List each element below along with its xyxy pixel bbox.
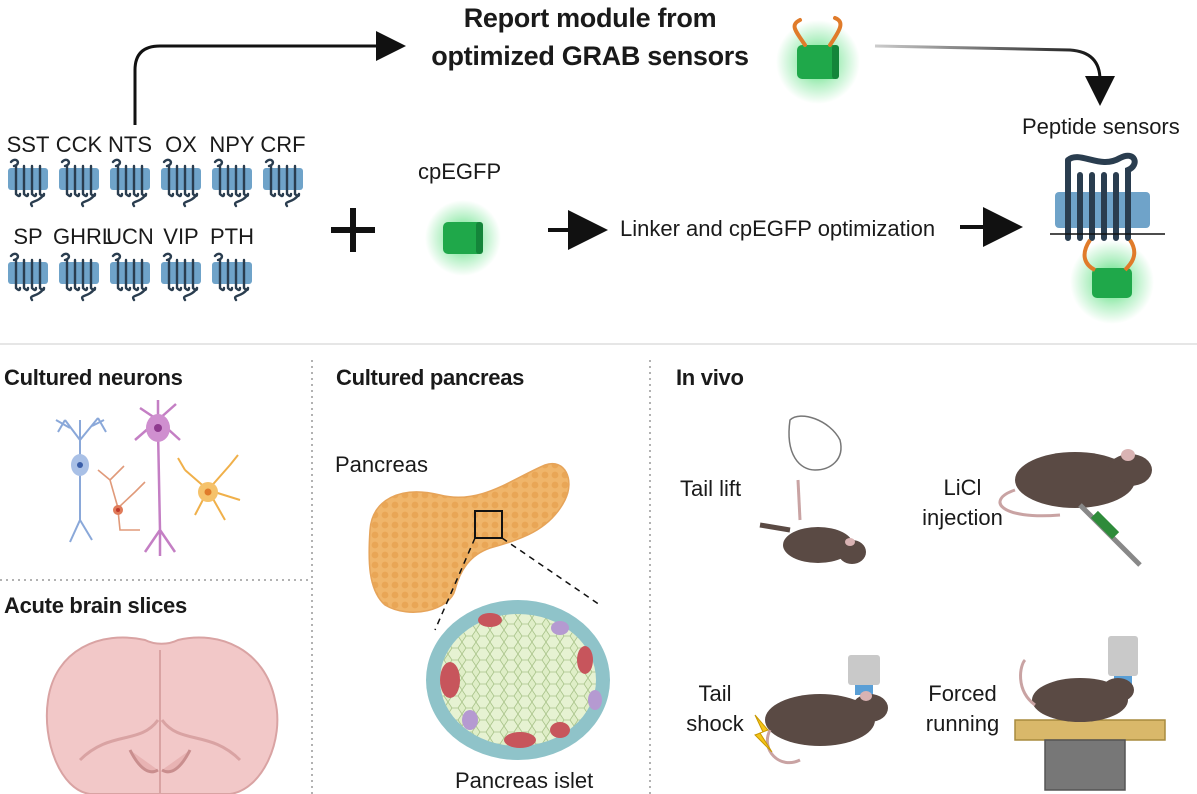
- receptor-icon: [8, 252, 48, 302]
- tail-lift-label: Tail lift: [680, 476, 742, 501]
- receptor-label: NTS: [108, 132, 152, 157]
- receptor-label: NPY: [209, 132, 255, 157]
- receptor-label: SST: [6, 132, 50, 157]
- forced-running-mouse: [1014, 636, 1166, 791]
- pancreas-label: Pancreas: [335, 452, 428, 477]
- receptor-icon: [263, 158, 303, 208]
- arrow-to-peptide-sensors: [874, 44, 1115, 106]
- receptor-icon: [161, 158, 201, 208]
- peptide-sensors-label: Peptide sensors: [1022, 114, 1180, 139]
- section-title-neurons: Cultured neurons: [4, 365, 183, 390]
- arrow-to-report-module: [133, 31, 406, 125]
- licl-injection-mouse: [998, 449, 1152, 567]
- section-title-brain: Acute brain slices: [4, 593, 187, 618]
- report-module-icon: [776, 16, 860, 104]
- report-module-title-2: optimized GRAB sensors: [431, 41, 749, 71]
- forced-running-label-2: running: [925, 711, 1000, 736]
- receptor-row-2: [8, 252, 252, 302]
- receptor-label: UCN: [106, 224, 154, 249]
- section-title-invivo: In vivo: [676, 365, 744, 390]
- tail-shock-mouse: [754, 655, 888, 765]
- receptor-label: PTH: [210, 224, 254, 249]
- tail-shock-label-1: Tail: [698, 681, 732, 706]
- receptor-label: CRF: [260, 132, 306, 157]
- peptide-sensor-icon: [1050, 152, 1165, 324]
- receptor-label: CCK: [55, 132, 103, 157]
- pancreas-islet-illustration: [426, 600, 610, 760]
- receptor-icon: [212, 158, 252, 208]
- cpegfp-label: cpEGFP: [418, 159, 502, 184]
- receptor-icon: [8, 158, 48, 208]
- tail-lift-mouse: [759, 415, 866, 564]
- pancreas-islet-label: Pancreas islet: [455, 768, 594, 793]
- receptor-icon: [110, 158, 150, 208]
- report-module-title-1: Report module from: [463, 3, 717, 33]
- tail-shock-label-2: shock: [686, 711, 744, 736]
- receptor-label: OX: [165, 132, 197, 157]
- cpegfp-icon: [425, 200, 501, 276]
- brain-slice-illustration: [45, 636, 279, 794]
- receptor-icon: [59, 252, 99, 302]
- pancreas-organ-illustration: [368, 462, 601, 631]
- receptor-icon: [212, 252, 252, 302]
- neurons-illustration: [55, 400, 241, 556]
- licl-label-2: injection: [922, 505, 1003, 530]
- section-title-pancreas: Cultured pancreas: [336, 365, 525, 390]
- licl-label-1: LiCl: [943, 475, 982, 500]
- forced-running-label-1: Forced: [928, 681, 997, 706]
- receptor-label: SP: [13, 224, 43, 249]
- receptor-icon: [59, 158, 99, 208]
- receptor-label: VIP: [163, 224, 199, 249]
- receptor-label: GHRL: [53, 224, 115, 249]
- receptor-row-1: [8, 158, 303, 208]
- plus-sign: [331, 208, 375, 252]
- receptor-icon: [161, 252, 201, 302]
- linker-optimization-label: Linker and cpEGFP optimization: [620, 216, 936, 241]
- receptor-icon: [110, 252, 150, 302]
